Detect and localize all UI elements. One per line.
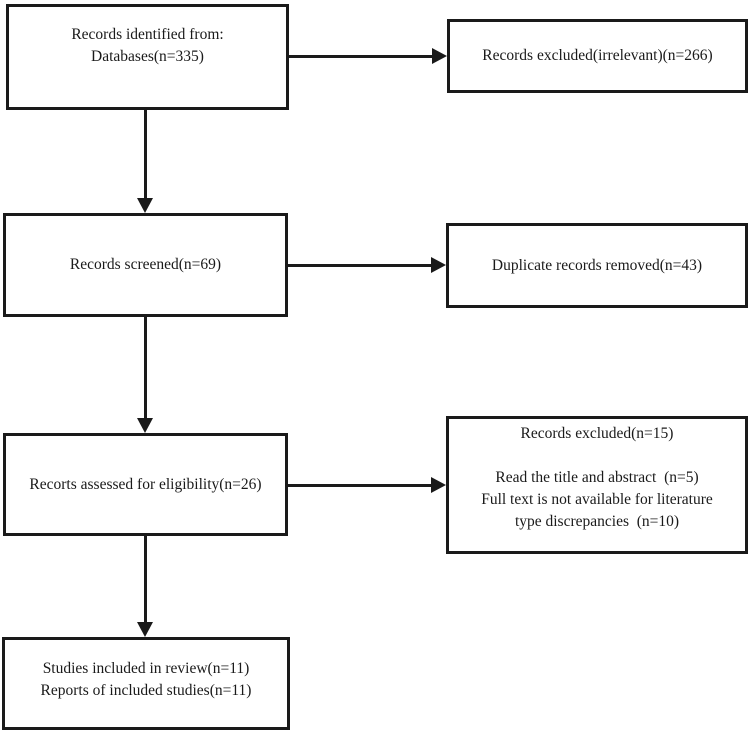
arrowhead-right-icon	[432, 48, 447, 64]
flow-box-records-excluded-irrelevant: Records excluded(irrelevant)(n=266)	[447, 19, 748, 93]
flow-box-records-excluded-fulltext: Records excluded(n=15) Read the title an…	[446, 416, 748, 554]
flow-box-duplicate-records-removed: Duplicate records removed(n=43)	[446, 223, 748, 308]
arrowhead-right-icon	[431, 257, 446, 273]
arrow-line-assessed-to-included	[144, 536, 147, 622]
box-text-line: type discrepancies (n=10)	[514, 513, 680, 530]
box-text-line	[449, 445, 745, 467]
box-text-line: Read the title and abstract (n=5)	[495, 469, 699, 486]
flow-box-studies-included: Studies included in review(n=11) Reports…	[2, 637, 290, 730]
arrow-line-screened-to-duplicates	[288, 264, 431, 267]
arrowhead-right-icon	[431, 477, 446, 493]
box-text-line: Studies included in review(n=11)	[42, 659, 250, 677]
box-text-line: Records excluded(n=15)	[520, 425, 674, 442]
box-text-line: Reports of included studies(n=11)	[40, 681, 252, 699]
box-text-line: Duplicate records removed(n=43)	[491, 256, 703, 274]
arrow-line-screened-to-assessed	[144, 317, 147, 418]
flow-box-records-identified: Records identified from: Databases(n=335…	[6, 4, 289, 110]
box-text-line: Full text is not available for literatur…	[481, 491, 713, 508]
arrow-line-identified-to-screened	[144, 110, 147, 198]
arrow-line-assessed-to-excluded	[288, 484, 431, 487]
box-text-line: Records identified from:	[71, 26, 224, 43]
arrowhead-down-icon	[137, 418, 153, 433]
arrowhead-down-icon	[137, 198, 153, 213]
flow-box-records-screened: Records screened(n=69)	[3, 213, 288, 317]
box-text-line: Records excluded(irrelevant)(n=266)	[482, 47, 713, 64]
arrow-line-identified-to-excluded	[289, 55, 432, 58]
arrowhead-down-icon	[137, 622, 153, 637]
box-text-line: Recorts assessed for eligibility(n=26)	[29, 475, 262, 493]
flow-box-records-assessed: Recorts assessed for eligibility(n=26)	[3, 433, 288, 536]
box-text-line: Databases(n=335)	[91, 48, 204, 65]
box-text-line: Records screened(n=69)	[69, 256, 222, 273]
